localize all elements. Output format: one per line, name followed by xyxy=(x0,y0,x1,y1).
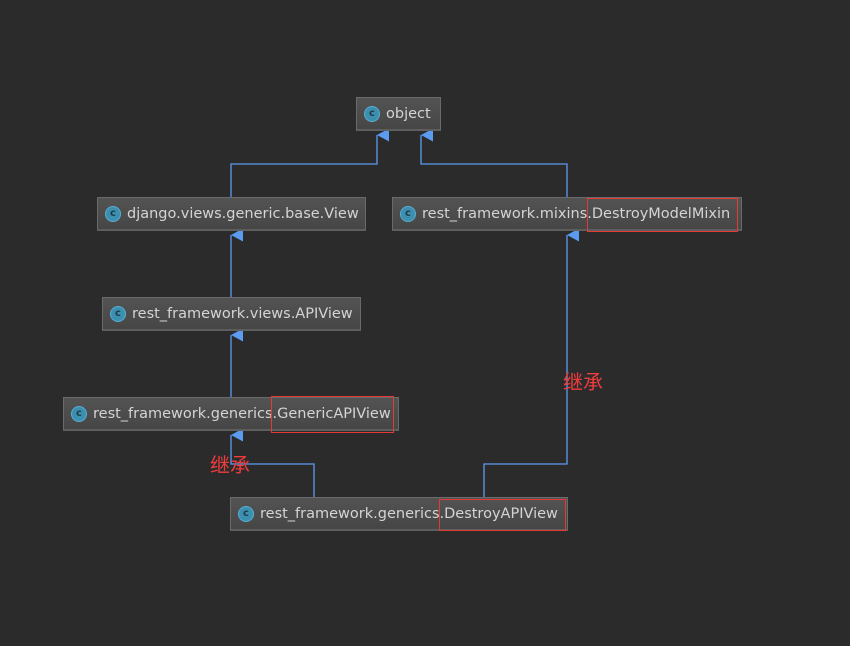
class-icon: c xyxy=(364,105,380,122)
class-label: object xyxy=(386,105,431,122)
annotation-inherit-right: 继承 xyxy=(563,370,603,394)
edge-destroyapiview-to-generic xyxy=(230,428,315,497)
class-node-generic-apiview[interactable]: c rest_framework.generics.GenericAPIView xyxy=(63,397,399,431)
class-label: rest_framework.views.APIView xyxy=(132,305,353,322)
class-node-object[interactable]: c object xyxy=(356,97,441,131)
highlight-box-generic-apiview xyxy=(271,396,394,433)
class-node-destroy-apiview[interactable]: c rest_framework.generics.DestroyAPIView xyxy=(230,497,568,531)
class-icon: c xyxy=(238,505,254,522)
class-label: django.views.generic.base.View xyxy=(127,205,359,222)
highlight-box-destroy-model-mixin xyxy=(587,198,738,232)
edge-view-to-object xyxy=(230,128,389,197)
class-icon: c xyxy=(71,405,87,422)
class-icon: c xyxy=(110,305,126,322)
highlight-box-destroy-apiview xyxy=(439,499,566,531)
class-node-apiview[interactable]: c rest_framework.views.APIView xyxy=(102,297,361,331)
edge-destroyapiview-to-mixin xyxy=(483,228,579,497)
annotation-inherit-left: 继承 xyxy=(210,453,250,477)
class-label: rest_framework.generics.GenericAPIView xyxy=(93,405,391,422)
class-label: rest_framework.mixins.DestroyModelMixin xyxy=(422,205,731,222)
class-icon: c xyxy=(400,205,416,222)
class-icon: c xyxy=(105,205,121,222)
class-label: rest_framework.generics.DestroyAPIView xyxy=(260,505,558,522)
class-node-destroy-model-mixin[interactable]: c rest_framework.mixins.DestroyModelMixi… xyxy=(392,197,742,231)
class-node-django-view[interactable]: c django.views.generic.base.View xyxy=(97,197,366,231)
edge-mixin-to-object xyxy=(420,128,568,197)
